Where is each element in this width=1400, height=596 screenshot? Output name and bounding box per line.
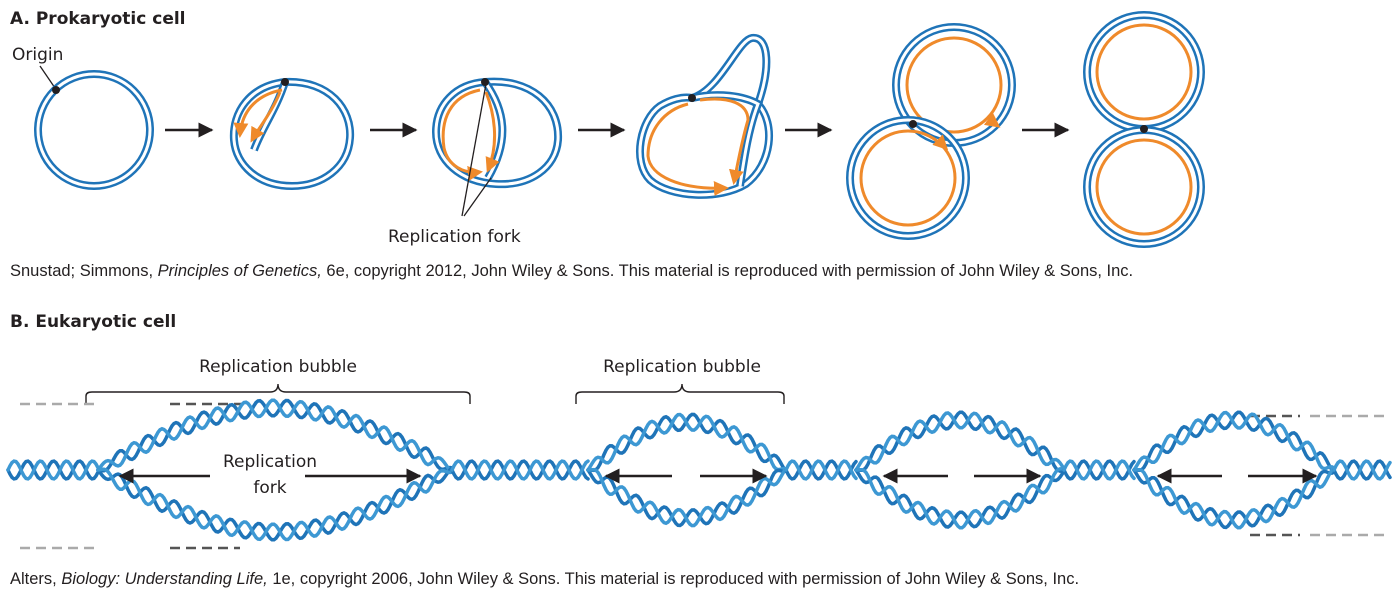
panel-a-heading: A. Prokaryotic cell [10, 9, 186, 29]
helix-strand [1132, 468, 1336, 530]
helix-strand [6, 459, 100, 481]
helix-strand [1332, 459, 1392, 481]
helix-strand [854, 410, 1066, 473]
fork-pointer [461, 83, 487, 217]
bubble-bracket-2 [575, 383, 785, 404]
fork-pointer [463, 177, 492, 217]
helix-strand [450, 459, 590, 481]
helix-strand [784, 459, 858, 481]
helix-strand [784, 459, 858, 481]
helix-strand [586, 467, 788, 528]
helix-strand [1332, 459, 1392, 481]
panel-a-credit: Snustad; Simmons, Principles of Genetics… [10, 262, 1133, 280]
bubble-label-2: Replication bubble [603, 357, 761, 377]
helix-strand [6, 459, 100, 481]
panel-b-heading: B. Eukaryotic cell [10, 312, 176, 332]
new-strand-arrow [646, 102, 729, 197]
origin-label: Origin [12, 45, 63, 65]
helix-strand [96, 398, 454, 474]
helix-strand [96, 466, 454, 542]
helix-strand [854, 467, 1066, 530]
prokaryote-fork-label: Replication fork [388, 227, 521, 247]
helix-strand [96, 467, 454, 542]
dna-helix [6, 398, 1392, 542]
panel-b-credit: Alters, Biology: Understanding Life, 1e,… [10, 570, 1079, 588]
helix-strand [1062, 459, 1136, 481]
dashed-strand-lines [20, 402, 1390, 550]
stage-4-chromosome [635, 34, 774, 199]
new-strand-arrow [233, 88, 283, 138]
origin-pointer [39, 65, 56, 89]
origin-dot [52, 86, 60, 94]
new-strand-arrow [441, 88, 483, 181]
helix-strand [1132, 466, 1336, 530]
helix-strand [854, 411, 1066, 472]
bubble-bracket-1 [85, 383, 471, 404]
eukaryote-fork-label-line2: fork [253, 478, 286, 498]
bubble-label-1: Replication bubble [199, 357, 357, 377]
helix-strand [854, 468, 1066, 529]
helix-strand [450, 459, 590, 481]
stage-1-chromosome [34, 70, 154, 190]
eukaryote-fork-label-line1: Replication [223, 452, 317, 472]
stage-3-chromosome [431, 77, 563, 189]
helix-strand [1062, 459, 1136, 481]
stage-6-chromosomes [1083, 11, 1205, 248]
new-strand-arrow [250, 91, 282, 143]
new-strand-arrow [484, 91, 500, 173]
helix-strand [1132, 410, 1336, 474]
new-strand-arrow [699, 97, 750, 185]
stage-5-chromosomes [846, 23, 1016, 240]
stage-2-chromosome [229, 77, 355, 191]
helix-strand [586, 412, 788, 472]
helix-strand [1132, 410, 1336, 472]
